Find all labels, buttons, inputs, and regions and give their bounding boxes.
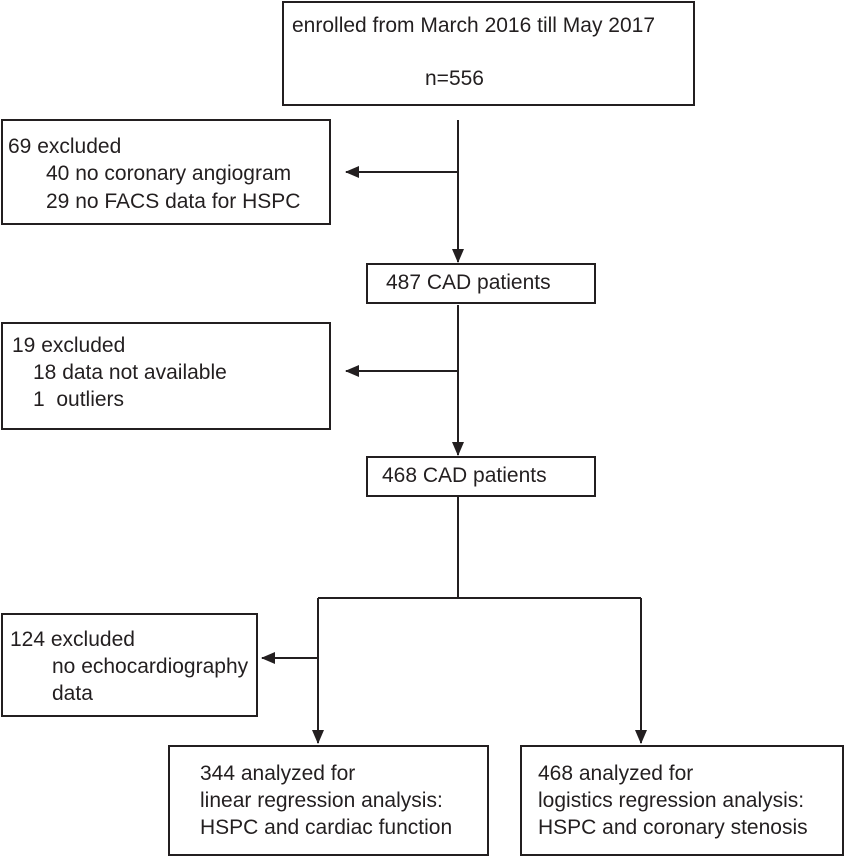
result-right-line: 468 analyzed for xyxy=(538,762,694,785)
exclusion2-title: 19 excluded xyxy=(12,334,126,357)
stage2-box xyxy=(366,456,596,497)
exclusion1-box xyxy=(1,119,331,225)
stage1-label: 487 CAD patients xyxy=(386,271,551,294)
exclusion2-item: 18 data not available xyxy=(33,361,227,384)
result-right-line: HSPC and coronary stenosis xyxy=(538,816,808,839)
result-left-box xyxy=(168,745,489,856)
result-right-box xyxy=(520,745,844,856)
exclusion3-item: data xyxy=(52,682,93,705)
stage2-label: 468 CAD patients xyxy=(382,464,547,487)
enrolled-count: n=556 xyxy=(425,67,484,90)
result-right-line: logistics regression analysis: xyxy=(538,789,805,812)
exclusion2-item: 1 outliers xyxy=(33,388,125,411)
result-left-line: linear regression analysis: xyxy=(200,789,443,812)
enrolled-text: enrolled from March 2016 till May 2017 xyxy=(292,14,656,37)
stage1-box xyxy=(366,263,596,304)
exclusion3-title: 124 excluded xyxy=(10,628,135,651)
exclusion2-box xyxy=(1,322,331,430)
exclusion1-item: 40 no coronary angiogram xyxy=(46,162,292,185)
exclusion3-box xyxy=(1,613,258,717)
exclusion1-title: 69 excluded xyxy=(8,135,122,158)
exclusion1-item: 29 no FACS data for HSPC xyxy=(46,190,301,213)
result-left-line: 344 analyzed for xyxy=(200,762,356,785)
result-left-line: HSPC and cardiac function xyxy=(200,816,453,839)
exclusion3-item: no echocardiography xyxy=(52,655,249,678)
enrolled-box xyxy=(282,1,695,106)
